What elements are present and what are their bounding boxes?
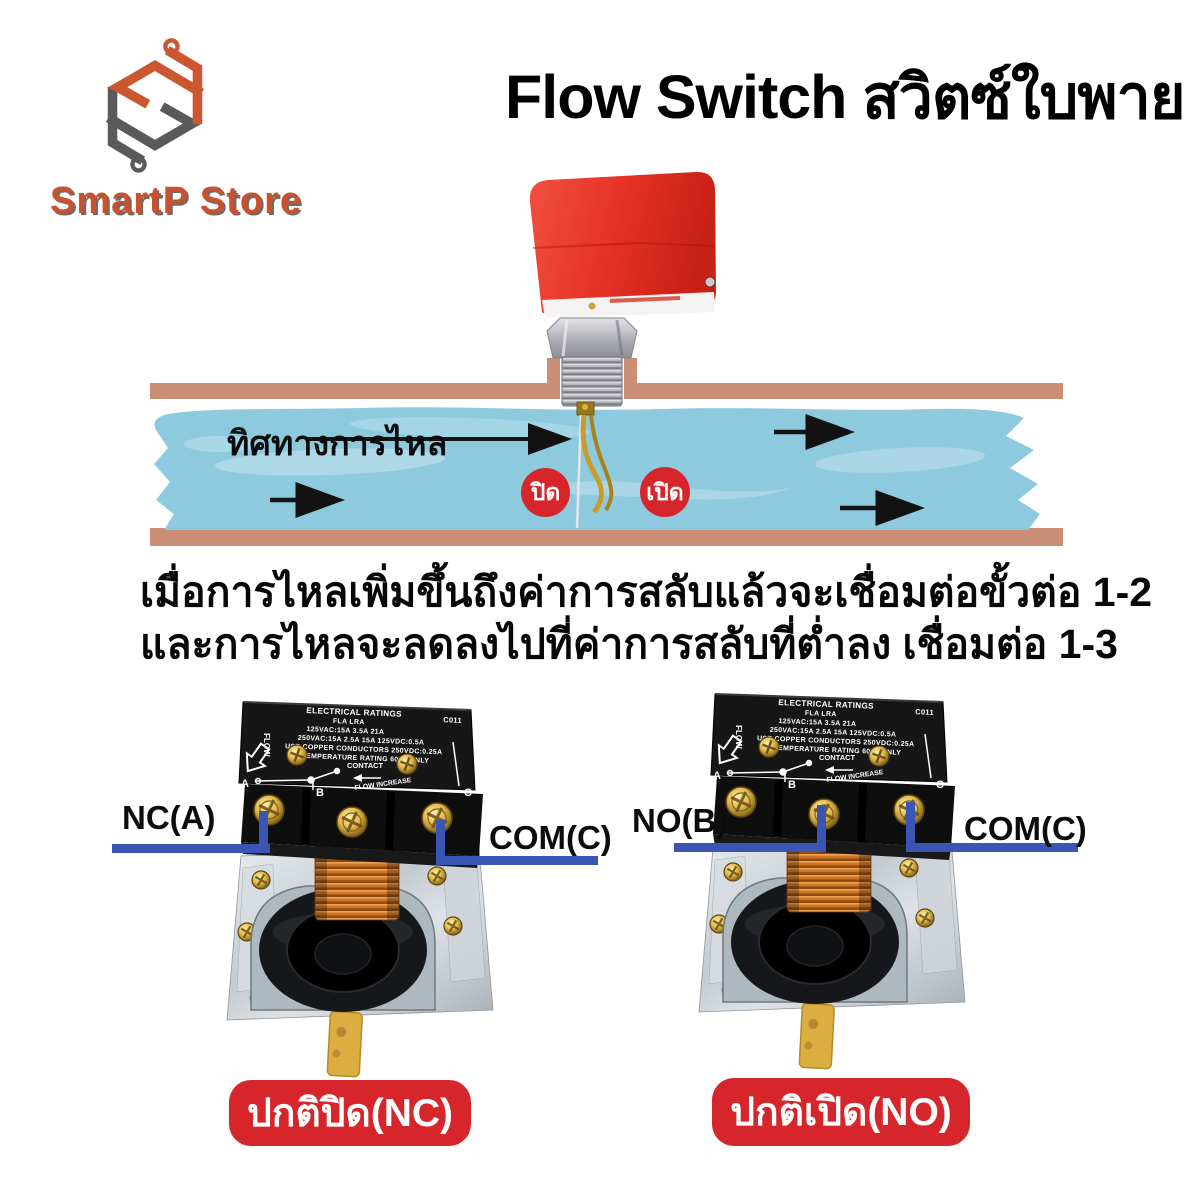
svg-text:FLA LRA: FLA LRA (333, 718, 365, 726)
paddle-tab (326, 1010, 363, 1078)
terminal-a-label: A (241, 778, 249, 790)
svg-text:C011: C011 (915, 707, 934, 717)
ratings-plate: ELECTRICAL RATINGS C011 FLA LRA 125VAC:1… (238, 701, 476, 799)
no-annotation-line (817, 805, 826, 852)
nc-annotation-line (259, 811, 268, 853)
svg-text:125VAC:15A 3.5A 21A: 125VAC:15A 3.5A 21A (306, 726, 384, 736)
paddle-tab (798, 1002, 835, 1070)
svg-text:C: C (936, 779, 944, 791)
switch-photo-no: ELECTRICAL RATINGS C011 FLA LRA 125VAC:1… (698, 693, 966, 1070)
svg-text:A: A (713, 770, 721, 782)
terminal-block (713, 776, 955, 860)
flow-direction-label: ทิศทางการไหล (227, 425, 448, 463)
switch-photo-nc: ELECTRICAL RATINGS C011 FLA LRA 125VAC:1… (226, 701, 494, 1078)
normally-open-badge: ปกติเปิด(NO) (712, 1078, 970, 1146)
brand-logo-icon (106, 38, 204, 173)
svg-text:250VAC:15A 2.5A 15A 125VDC:0.5: 250VAC:15A 2.5A 15A 125VDC:0.5A (298, 735, 425, 747)
nc-annotation-line (112, 844, 270, 853)
svg-text:FLA LRA: FLA LRA (805, 710, 837, 718)
contact-schematic (254, 741, 460, 790)
terminal-b-screw (335, 805, 369, 839)
plate-code: C011 (443, 715, 462, 725)
svg-text:ELECTRICAL RATINGS: ELECTRICAL RATINGS (778, 698, 874, 711)
paddle (575, 414, 614, 529)
closed-marker: ปิด (521, 468, 570, 517)
flow-switch-head (529, 171, 716, 416)
open-marker: เปิด (640, 467, 690, 517)
terminal-b-label: B (316, 787, 324, 799)
brand-name: SmartP Store (50, 180, 303, 222)
flow-down-arrow-icon: FLOW (245, 733, 271, 773)
svg-text:FLOW: FLOW (262, 733, 271, 757)
terminal-a-screw (724, 785, 758, 819)
pipe-diagram-illustration (150, 171, 1063, 546)
plate-title: ELECTRICAL RATINGS (306, 706, 402, 719)
com-annotation-line-right (906, 802, 915, 852)
terminal-c-label: C (464, 787, 472, 799)
svg-text:250VAC:15A 2.5A 15A 125VDC:0.5: 250VAC:15A 2.5A 15A 125VDC:0.5A (770, 727, 897, 739)
flow-down-arrow-icon: FLOW (717, 725, 743, 765)
diaphragm (250, 885, 436, 1012)
nc-terminal-label: NC(A) (122, 799, 216, 836)
com-annotation-line-right (906, 843, 1078, 852)
normally-closed-badge: ปกติปิด(NC) (229, 1080, 471, 1146)
page-title: Flow Switch สวิตซ์ใบพาย (505, 63, 1186, 131)
svg-text:125VAC:15A 3.5A 21A: 125VAC:15A 3.5A 21A (778, 718, 856, 728)
flow-arrow-icons (270, 414, 925, 526)
svg-text:CONTACT: CONTACT (819, 753, 856, 762)
com-annotation-line-left (436, 856, 598, 865)
pipe-walls (150, 358, 1063, 546)
no-annotation-line (674, 843, 826, 852)
terminal-block (241, 784, 483, 868)
no-terminal-label: NO(B) (632, 802, 728, 839)
description-line-1: เมื่อการไหลเพิ่มขึ้นถึงค่าการสลับแล้วจะเ… (140, 569, 1153, 615)
com-terminal-label-left: COM(C) (489, 819, 612, 856)
svg-text:B: B (788, 779, 796, 791)
contact-schematic (726, 733, 932, 782)
description-line-2: และการไหลจะลดลงไปที่ค่าการสลับที่ต่ำลง เ… (140, 621, 1118, 667)
com-terminal-label-right: COM(C) (964, 810, 1087, 847)
com-annotation-line-left (436, 820, 445, 865)
svg-text:CONTACT: CONTACT (347, 761, 384, 770)
svg-text:FLOW: FLOW (734, 725, 743, 749)
ratings-plate: ELECTRICAL RATINGS C011 FLA LRA 125VAC:1… (710, 693, 948, 791)
